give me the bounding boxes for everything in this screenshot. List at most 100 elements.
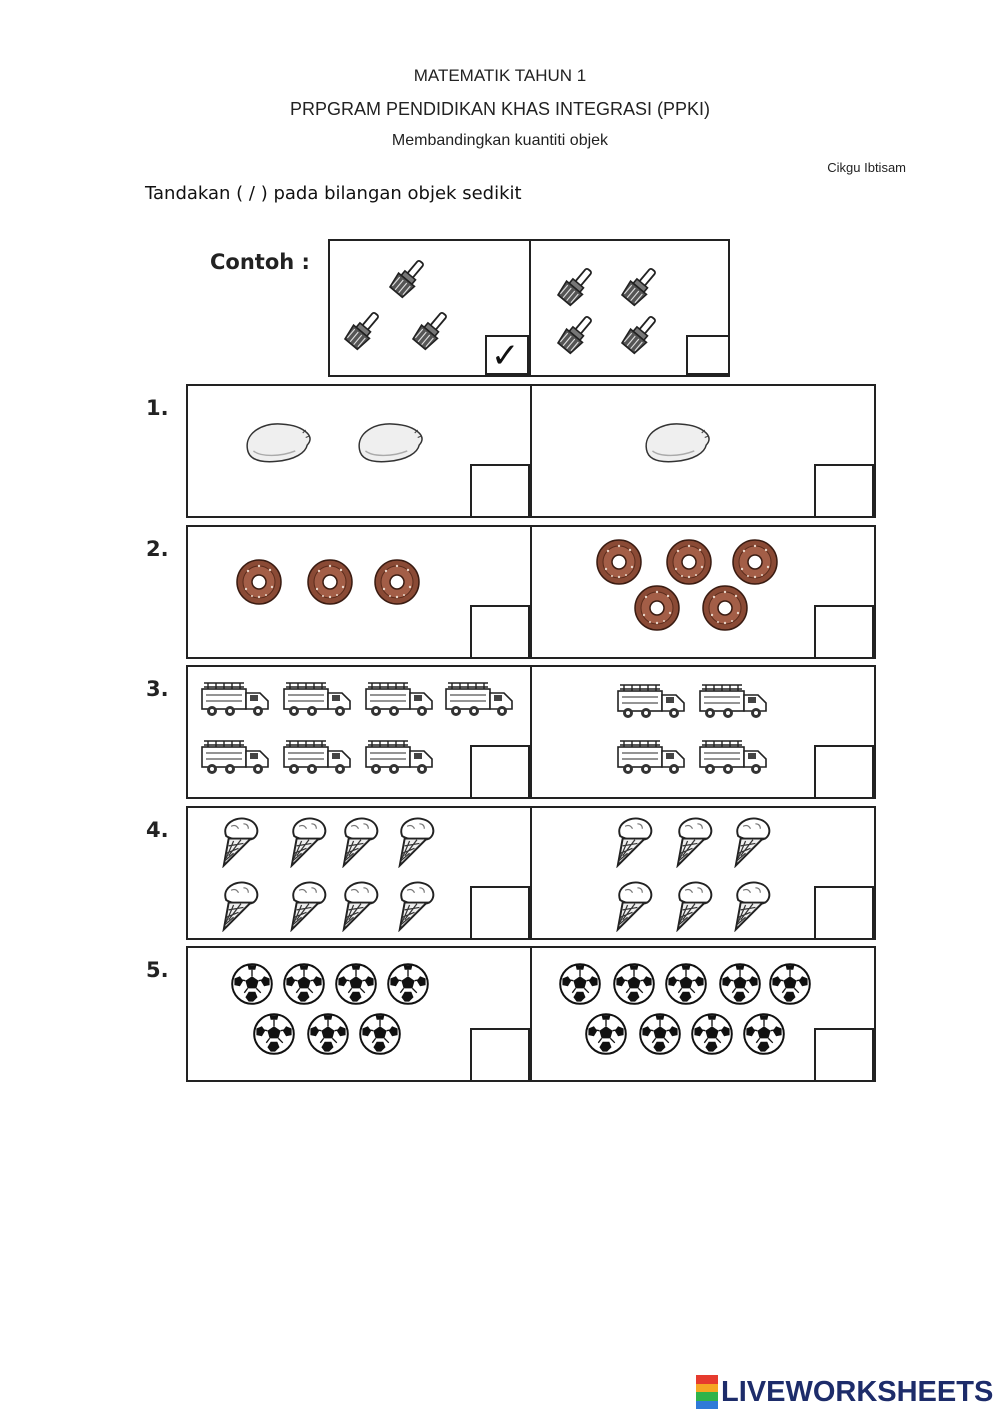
fire-truck-icon <box>200 737 272 782</box>
fire-truck-icon <box>282 737 354 782</box>
paintbrush-icon <box>617 311 663 362</box>
potato-icon <box>355 416 425 473</box>
fire-truck-icon <box>200 679 272 724</box>
question-right-panel <box>532 386 874 516</box>
liveworksheets-brand: LIVEWORKSHEETS <box>721 1375 994 1408</box>
badge-stripe <box>696 1400 718 1409</box>
soccer-ball-icon <box>718 962 762 1011</box>
paintbrush-icon <box>617 263 663 314</box>
liveworksheets-logo: LIVEWORKSHEETS <box>696 1374 993 1410</box>
question-box <box>186 384 876 518</box>
ice-cream-cone-icon <box>672 814 718 873</box>
worksheet-program-title: PRPGRAM PENDIDIKAN KHAS INTEGRASI (PPKI) <box>289 99 711 119</box>
ice-cream-cone-icon <box>338 814 384 873</box>
answer-tickbox-left[interactable] <box>470 745 530 799</box>
potato-icon <box>243 416 313 473</box>
example-box: ✓ <box>328 239 730 377</box>
teacher-name: Cikgu Ibtisam <box>827 160 906 175</box>
question-right-panel <box>532 527 874 657</box>
answer-tickbox-left[interactable] <box>470 886 530 940</box>
soccer-ball-icon <box>252 1012 296 1061</box>
question-box <box>186 665 876 799</box>
soccer-ball-icon <box>690 1012 734 1061</box>
ice-cream-cone-icon <box>218 878 264 937</box>
fire-truck-icon <box>364 737 436 782</box>
soccer-ball-icon <box>558 962 602 1011</box>
question-left-panel <box>188 808 530 938</box>
answer-tickbox-right[interactable] <box>814 464 874 518</box>
question-right-panel <box>532 948 874 1080</box>
example-left-tickbox: ✓ <box>485 335 529 375</box>
paintbrush-icon <box>340 307 386 358</box>
ice-cream-cone-icon <box>672 878 718 937</box>
example-right-panel <box>531 241 728 375</box>
answer-tickbox-right[interactable] <box>814 1028 874 1082</box>
ice-cream-cone-icon <box>394 878 440 937</box>
fire-truck-icon <box>364 679 436 724</box>
example-left-panel <box>330 241 529 375</box>
paintbrush-icon <box>408 307 454 358</box>
fire-truck-icon <box>698 681 770 726</box>
question-left-panel <box>188 527 530 657</box>
question-box <box>186 525 876 659</box>
answer-tickbox-right[interactable] <box>814 745 874 799</box>
donut-icon <box>372 557 422 612</box>
ice-cream-cone-icon <box>730 814 776 873</box>
ice-cream-cone-icon <box>394 814 440 873</box>
ice-cream-cone-icon <box>730 878 776 937</box>
fire-truck-icon <box>698 737 770 782</box>
soccer-ball-icon <box>742 1012 786 1061</box>
worksheet-subject-title: MATEMATIK TAHUN 1 <box>413 66 587 85</box>
question-divider <box>530 808 532 938</box>
fire-truck-icon <box>282 679 354 724</box>
question-number: 1. <box>146 396 169 420</box>
question-left-panel <box>188 948 530 1080</box>
fire-truck-icon <box>444 679 516 724</box>
answer-tickbox-left[interactable] <box>470 464 530 518</box>
soccer-ball-icon <box>638 1012 682 1061</box>
fire-truck-icon <box>616 681 688 726</box>
question-divider <box>530 386 532 516</box>
ice-cream-cone-icon <box>612 814 658 873</box>
ice-cream-cone-icon <box>218 814 264 873</box>
question-number: 4. <box>146 818 169 842</box>
paintbrush-icon <box>385 255 431 306</box>
question-left-panel <box>188 667 530 797</box>
question-number: 2. <box>146 537 169 561</box>
worksheet-topic-title: Membandingkan kuantiti objek <box>391 132 609 149</box>
question-divider <box>530 948 532 1080</box>
instruction-text: Tandakan ( / ) pada bilangan objek sedik… <box>145 183 522 204</box>
potato-icon <box>642 416 712 473</box>
donut-icon <box>305 557 355 612</box>
ice-cream-cone-icon <box>286 814 332 873</box>
example-label: Contoh : <box>210 250 310 274</box>
liveworksheets-badge-icon <box>696 1375 718 1409</box>
example-right-tickbox <box>686 335 730 375</box>
question-divider <box>530 667 532 797</box>
answer-tickbox-left[interactable] <box>470 605 530 659</box>
question-box <box>186 806 876 940</box>
soccer-ball-icon <box>230 962 274 1011</box>
question-number: 5. <box>146 958 169 982</box>
soccer-ball-icon <box>612 962 656 1011</box>
question-right-panel <box>532 808 874 938</box>
example-divider <box>529 241 531 375</box>
soccer-ball-icon <box>386 962 430 1011</box>
donut-icon <box>730 537 780 592</box>
badge-stripe <box>696 1383 718 1392</box>
soccer-ball-icon <box>306 1012 350 1061</box>
answer-tickbox-left[interactable] <box>470 1028 530 1082</box>
ice-cream-cone-icon <box>612 878 658 937</box>
question-number: 3. <box>146 677 169 701</box>
check-mark-icon: ✓ <box>491 336 520 376</box>
question-box <box>186 946 876 1082</box>
badge-stripe <box>696 1375 718 1384</box>
donut-icon <box>594 537 644 592</box>
question-left-panel <box>188 386 530 516</box>
soccer-ball-icon <box>334 962 378 1011</box>
answer-tickbox-right[interactable] <box>814 886 874 940</box>
fire-truck-icon <box>616 737 688 782</box>
answer-tickbox-right[interactable] <box>814 605 874 659</box>
paintbrush-icon <box>553 263 599 314</box>
question-divider <box>530 527 532 657</box>
